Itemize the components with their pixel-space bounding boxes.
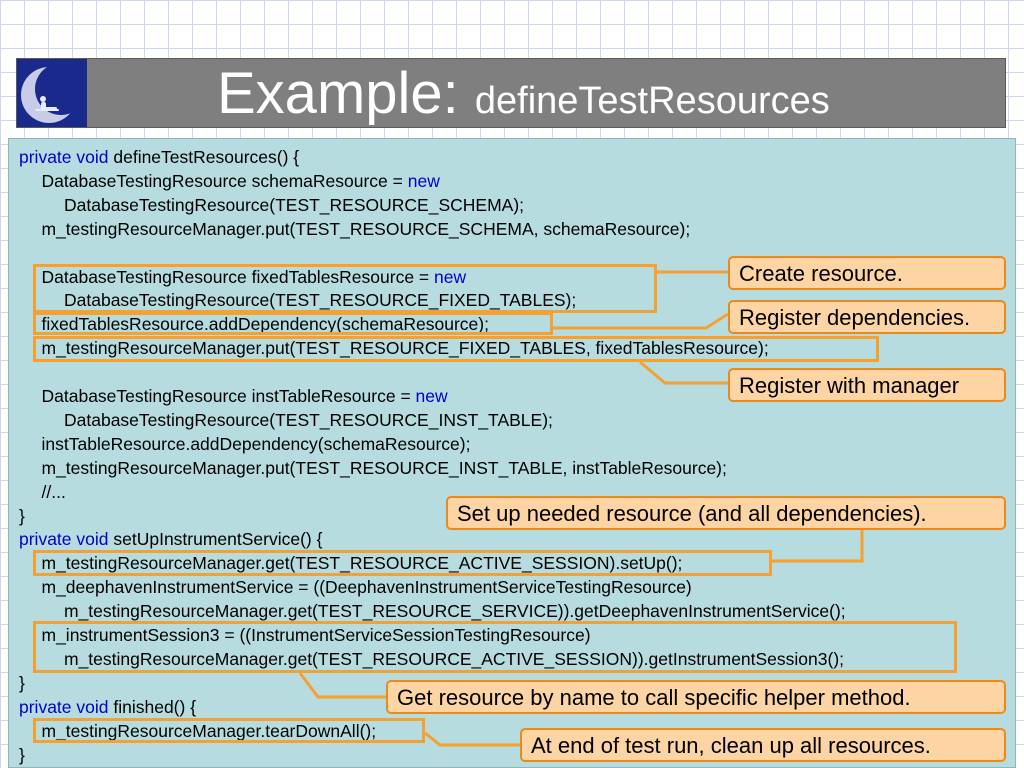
title-sub: defineTestResources xyxy=(474,80,830,122)
code-line: } xyxy=(19,743,25,767)
code-line: private void defineTestResources() { xyxy=(19,145,299,169)
code-line: DatabaseTestingResource fixedTablesResou… xyxy=(42,265,467,289)
code-line: private void finished() { xyxy=(19,695,196,719)
code-text: DatabaseTestingResource(TEST_RESOURCE_SC… xyxy=(64,194,525,215)
code-text: //... xyxy=(41,481,66,502)
highlight-teardown xyxy=(33,718,425,743)
code-keyword: private void xyxy=(19,529,109,550)
code-text: fixedTablesResource.addDependency(schema… xyxy=(41,314,489,335)
highlight-create-resource xyxy=(33,264,657,313)
code-keyword: new xyxy=(415,386,448,406)
code-text: m_testingResourceManager.get(TEST_RESOUR… xyxy=(41,553,683,574)
code-text: m_testingResourceManager.tearDownAll(); xyxy=(41,720,377,741)
code-line: DatabaseTestingResource(TEST_RESOURCE_IN… xyxy=(64,408,553,432)
callout-cleanup: At end of test run, clean up all resourc… xyxy=(520,728,1006,762)
code-text: DatabaseTestingResource instTableResourc… xyxy=(41,386,416,406)
highlight-setup-call xyxy=(33,550,772,576)
code-line: m_testingResourceManager.put(TEST_RESOUR… xyxy=(42,217,691,241)
code-line: m_instrumentSession3 = ((InstrumentServi… xyxy=(42,623,591,647)
callout-register-manager: Register with manager xyxy=(728,368,1006,402)
code-text: m_testingResourceManager.get(TEST_RESOUR… xyxy=(64,648,845,669)
code-keyword: new xyxy=(434,266,467,287)
highlight-add-dependency xyxy=(33,312,553,335)
code-text: finished() { xyxy=(108,696,197,717)
code-line: DatabaseTestingResource instTableResourc… xyxy=(42,384,448,408)
code-line: fixedTablesResource.addDependency(schema… xyxy=(42,312,489,336)
code-line: DatabaseTestingResource schemaResource =… xyxy=(42,169,440,193)
code-text: m_testingResourceManager.put(TEST_RESOUR… xyxy=(41,457,727,478)
code-line: } xyxy=(19,671,25,695)
code-line: m_testingResourceManager.tearDownAll(); xyxy=(42,719,377,743)
code-text: m_testingResourceManager.get(TEST_RESOUR… xyxy=(64,601,846,622)
highlight-put-manager xyxy=(33,336,879,362)
code-text: instTableResource.addDependency(schemaRe… xyxy=(41,433,471,454)
code-line: instTableResource.addDependency(schemaRe… xyxy=(42,432,471,456)
code-text: DatabaseTestingResource fixedTablesResou… xyxy=(41,266,435,287)
code-text: m_instrumentSession3 = ((InstrumentServi… xyxy=(41,625,591,645)
code-text: m_testingResourceManager.put(TEST_RESOUR… xyxy=(41,218,691,239)
code-line: private void setUpInstrumentService() { xyxy=(19,527,322,551)
code-line: } xyxy=(19,504,25,528)
code-text: } xyxy=(19,744,25,765)
code-line: DatabaseTestingResource(TEST_RESOURCE_SC… xyxy=(64,193,524,217)
code-line: m_testingResourceManager.put(TEST_RESOUR… xyxy=(42,456,727,480)
code-line: m_testingResourceManager.get(TEST_RESOUR… xyxy=(64,647,844,671)
code-line: //... xyxy=(42,480,66,504)
code-keyword: private void xyxy=(19,147,109,167)
code-line: m_testingResourceManager.put(TEST_RESOUR… xyxy=(42,336,769,360)
code-line: DatabaseTestingResource(TEST_RESOURCE_FI… xyxy=(64,288,576,312)
title-bar: Example: defineTestResources xyxy=(16,58,1006,128)
code-text: DatabaseTestingResource(TEST_RESOURCE_IN… xyxy=(64,409,553,430)
callout-register-dependencies: Register dependencies. xyxy=(728,300,1006,334)
code-keyword: private void xyxy=(19,696,109,717)
slide-title: Example: defineTestResources xyxy=(217,61,830,142)
callout-get-resource: Get resource by name to call specific he… xyxy=(386,680,1006,714)
highlight-instrument-session xyxy=(33,621,957,673)
code-text: m_deephavenInstrumentService = ((Deephav… xyxy=(41,577,692,598)
code-line: m_testingResourceManager.get(TEST_RESOUR… xyxy=(64,599,846,623)
code-text: setUpInstrumentService() { xyxy=(108,529,323,550)
code-text: } xyxy=(19,672,25,693)
code-line: m_deephavenInstrumentService = ((Deephav… xyxy=(42,575,692,599)
code-text: } xyxy=(19,505,25,526)
code-keyword: new xyxy=(407,170,440,191)
code-text: m_testingResourceManager.put(TEST_RESOUR… xyxy=(41,338,769,359)
moon-figure-logo xyxy=(17,59,87,127)
callout-create-resource: Create resource. xyxy=(728,256,1006,290)
title-main: Example: xyxy=(217,61,475,126)
callout-setup-resource: Set up needed resource (and all dependen… xyxy=(446,496,1006,530)
code-line: m_testingResourceManager.get(TEST_RESOUR… xyxy=(42,551,683,575)
code-text: DatabaseTestingResource(TEST_RESOURCE_FI… xyxy=(64,290,577,311)
code-text: DatabaseTestingResource schemaResource = xyxy=(41,170,408,191)
code-text: defineTestResources() { xyxy=(108,147,300,167)
code-panel: private void defineTestResources() {Data… xyxy=(8,138,1016,768)
